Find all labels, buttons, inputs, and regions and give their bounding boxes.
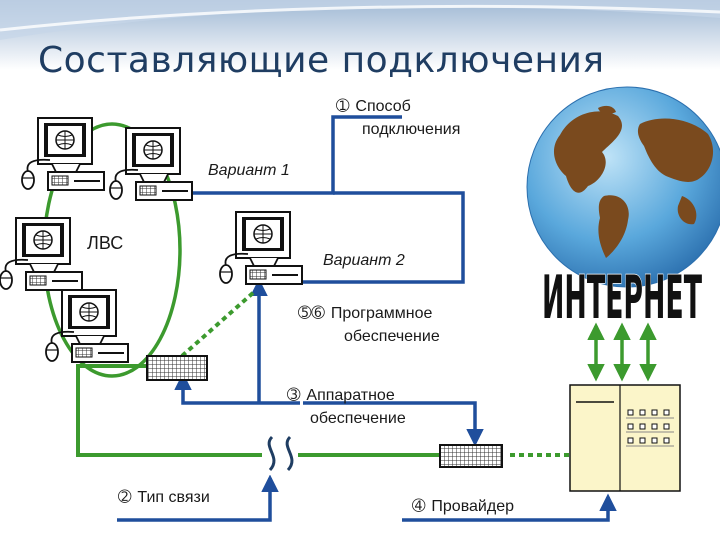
header-swoosh-line	[0, 4, 720, 32]
computer-icon	[109, 127, 193, 201]
modem-icon	[146, 355, 208, 381]
computer-icon	[0, 217, 83, 291]
lan-label: ЛВС	[87, 233, 124, 253]
computer-icon	[219, 211, 303, 285]
modem2-arrow	[303, 401, 484, 447]
internet-server-arrows	[587, 322, 657, 382]
software-label: ➄➅ Программное	[298, 304, 432, 323]
connection-method-label: ➀ Способ	[336, 97, 411, 116]
provider-number: ➃	[412, 496, 426, 515]
link-type-arrow	[117, 474, 279, 522]
provider-label: ➃ Провайдер	[412, 497, 514, 516]
hardware-label: ➂ Аппаратное	[287, 386, 395, 405]
internet-label: ИНТЕРНЕТ	[542, 263, 702, 333]
variant1-line	[180, 115, 402, 195]
link-type-label: ➁ Тип связи	[118, 488, 210, 507]
connection-method-line1: Способ	[355, 98, 411, 115]
provider-arrow	[402, 493, 617, 522]
hardware-line1: Аппаратное	[306, 387, 395, 404]
line-modem1	[76, 364, 285, 457]
link-type-text: Тип связи	[137, 489, 210, 506]
page-title: Составляющие подключения	[38, 40, 605, 81]
variant1-label: Вариант 1	[208, 162, 290, 179]
modem-icon	[439, 444, 503, 468]
dotted-line-pc	[180, 290, 256, 358]
server-icon	[569, 384, 681, 492]
hardware-line2: обеспечение	[310, 410, 406, 427]
variant2-line	[300, 191, 465, 284]
hardware-arrow	[174, 372, 300, 405]
link-type-number: ➁	[118, 487, 132, 506]
software-line1: Программное	[330, 305, 433, 322]
connection-routes	[117, 115, 617, 522]
hardware-number: ➂	[287, 385, 301, 404]
connection-method-line2: подключения	[362, 121, 461, 138]
header-swoosh	[0, 0, 720, 40]
provider-text: Провайдер	[431, 498, 514, 515]
connection-method-number: ➀	[336, 96, 350, 115]
comm-lines	[76, 290, 570, 457]
software-line2: обеспечение	[344, 328, 440, 345]
link-break-icon	[262, 435, 298, 475]
software-number: ➄➅	[298, 303, 325, 322]
computer-icon	[21, 117, 105, 191]
variant2-label: Вариант 2	[323, 252, 405, 269]
globe-icon	[526, 86, 720, 288]
